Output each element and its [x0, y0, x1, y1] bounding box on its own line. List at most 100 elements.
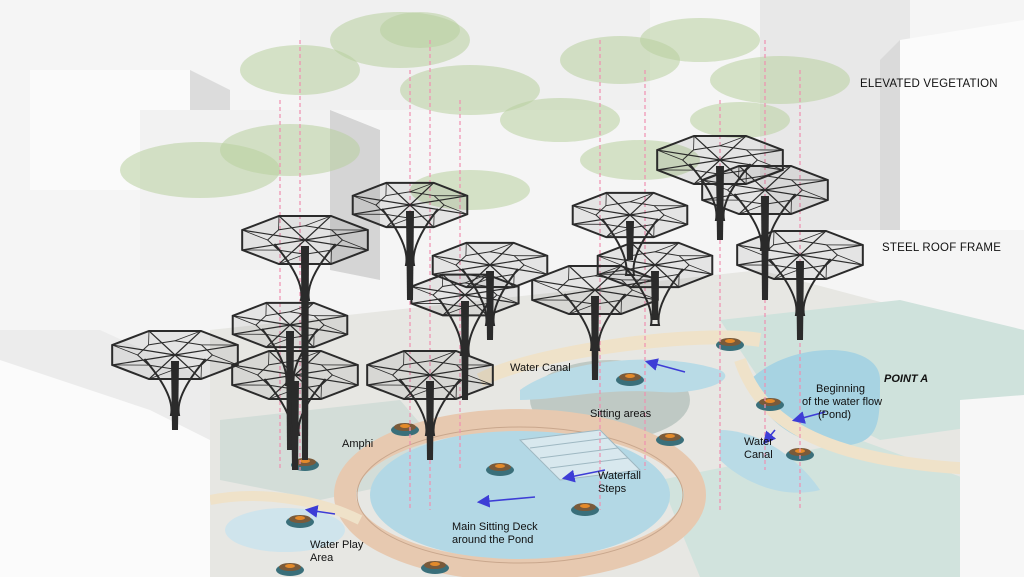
canopy-brace: [572, 205, 597, 216]
steel-roof-frames: [111, 134, 864, 470]
canopy-brace: [442, 306, 466, 316]
canopy-brace: [663, 214, 688, 225]
canopy-brace: [278, 253, 306, 265]
canopy-brace: [304, 215, 332, 227]
planter: [486, 463, 514, 476]
canopy-brace: [597, 255, 622, 266]
canopy-brace: [688, 264, 713, 275]
canopy-flare: [438, 298, 492, 356]
canopy-brace: [367, 364, 393, 376]
canopy-brace: [496, 294, 519, 304]
foliage-cluster: [500, 98, 620, 142]
canopy: [111, 329, 239, 430]
canopy-brace: [523, 264, 548, 275]
canopy-brace: [289, 302, 314, 313]
canopy-brace: [232, 315, 257, 326]
canopy-flare: [398, 378, 462, 436]
canopy: [596, 241, 714, 326]
canopy-flare: [273, 243, 337, 301]
canopy-brace: [386, 217, 411, 228]
foliage-cluster: [400, 65, 540, 115]
label-beginning-1: Beginning: [816, 383, 865, 395]
label-main-deck-1: Main Sitting Deck: [452, 521, 538, 533]
canopy-brace: [631, 277, 656, 288]
foliage-cluster: [710, 56, 850, 104]
label-water-canal-top: Water Canal: [510, 362, 571, 374]
canopy-brace: [606, 227, 631, 238]
planter: [276, 563, 304, 576]
canopy: [410, 273, 520, 400]
flow-arrow: [476, 494, 536, 508]
building-front-left: [0, 360, 210, 577]
canopy-trunk: [486, 271, 494, 340]
canopy-brace: [148, 368, 176, 380]
canopy-brace: [212, 354, 238, 366]
step-line-3: [549, 457, 629, 469]
water-canal-right: [720, 430, 820, 493]
canopy-flare: [626, 268, 684, 326]
step-line-2: [539, 447, 619, 459]
canopy-trunk: [651, 271, 659, 320]
planter-light: [765, 399, 775, 403]
planter-light: [430, 562, 440, 566]
planter-light: [665, 434, 675, 438]
planter: [571, 503, 599, 516]
canopy-brace: [489, 242, 514, 253]
canopy: [351, 181, 469, 300]
canopy-brace: [464, 274, 488, 284]
label-amphi: Amphi: [342, 438, 374, 450]
canopy-trunk: [406, 211, 414, 300]
canopy-brace: [232, 364, 258, 376]
canopy-trunk: [591, 296, 599, 380]
planter-light: [285, 564, 295, 568]
main-sitting-deck: [334, 409, 706, 577]
canopy-trunk: [461, 301, 469, 400]
canopy-brace: [268, 388, 296, 400]
canopy-brace: [332, 374, 358, 386]
canopy-brace: [773, 268, 801, 280]
canopy: [736, 229, 864, 340]
canopy-brace: [702, 179, 728, 191]
canopy-flare: [381, 208, 439, 266]
canopy-trunk: [626, 221, 634, 260]
foliage-cluster: [380, 12, 460, 48]
planter: [286, 515, 314, 528]
canopy-flare: [768, 258, 832, 316]
foliage-cluster: [220, 124, 360, 176]
canopy-brace: [657, 149, 683, 161]
canopy-brace: [242, 229, 268, 241]
canopy-brace: [719, 135, 747, 147]
flow-arrow: [644, 358, 686, 373]
canopy-trunk: [796, 261, 804, 340]
canopy-brace: [738, 203, 766, 215]
canopy-flare: [143, 358, 207, 416]
canopy-brace: [443, 204, 468, 215]
canopy-brace: [568, 303, 596, 315]
canopy-brace: [802, 189, 828, 201]
water-play-area: [225, 508, 345, 552]
canopy-brace: [429, 350, 457, 362]
path-band-top: [476, 330, 762, 387]
paths: [209, 330, 1024, 525]
canopy-brace: [174, 330, 202, 342]
canopy-brace: [757, 159, 783, 171]
label-water-play-2: Area: [310, 552, 334, 564]
planter-light: [295, 516, 305, 520]
label-water-canal-right-2: Canal: [744, 449, 773, 461]
label-water-canal-right-1: Water: [744, 436, 773, 448]
label-water-play-1: Water Play: [310, 539, 364, 551]
label-point-a: POINT A: [884, 373, 929, 385]
canopy-brace: [352, 195, 377, 206]
flow-arrow: [561, 469, 606, 483]
flow-arrows: [304, 358, 826, 518]
canopy: [431, 241, 549, 340]
canopy-brace: [654, 242, 679, 253]
planter-light: [625, 374, 635, 378]
canopy-flare: [263, 378, 327, 436]
flow-arrow: [791, 411, 826, 424]
canopy-trunk: [426, 381, 434, 460]
canopy-brace: [342, 239, 368, 251]
canopy-flare: [563, 293, 627, 351]
label-elevated-vegetation: ELEVATED VEGETATION: [860, 78, 998, 90]
